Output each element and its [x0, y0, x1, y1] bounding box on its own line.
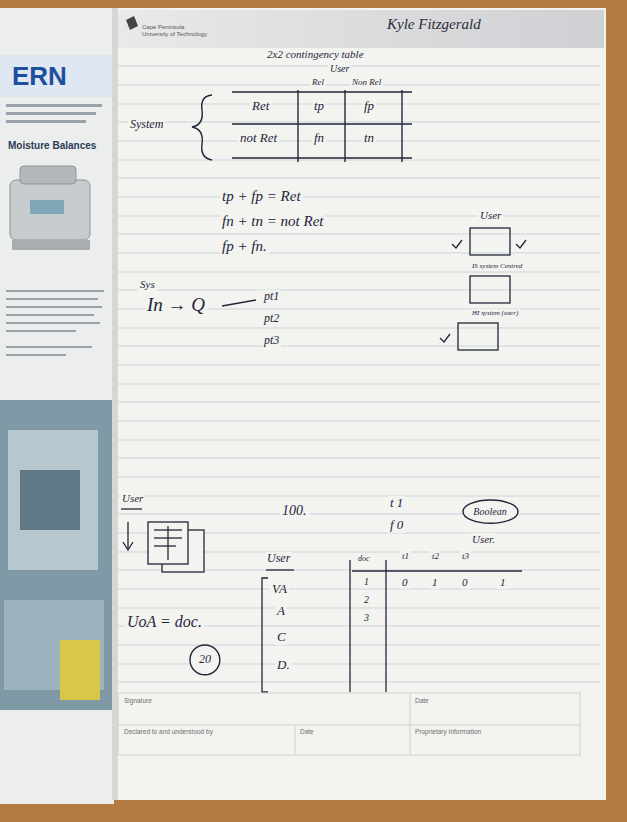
footer-form: [118, 693, 580, 755]
circled-note: Boolean: [462, 499, 519, 524]
ruled-lines: [118, 66, 600, 682]
note-heading: User: [120, 492, 145, 505]
table-cell: fp: [362, 99, 376, 114]
column-heading: Rel: [310, 77, 326, 87]
equation: UoA = doc.: [125, 613, 204, 631]
column-heading: User: [265, 552, 292, 566]
circled-text: Boolean: [473, 506, 506, 518]
document-stack-sketch: [121, 509, 204, 572]
note-heading: Sys: [138, 278, 157, 291]
row-number: 1: [362, 576, 371, 588]
sketch-boxes: [440, 228, 526, 350]
row-heading: VA: [270, 582, 289, 597]
magazine-text-lines: [6, 104, 104, 356]
table-cell: 1: [498, 576, 508, 589]
circle-outline-shape: [463, 500, 518, 523]
column-heading: t3: [460, 551, 471, 561]
column-heading: Non Rel: [350, 77, 383, 87]
equation: fn + tn = not Ret: [220, 213, 325, 230]
equation: fp + fn.: [220, 238, 269, 255]
page-header-band: [118, 10, 604, 48]
balance-device: [10, 166, 90, 250]
form-field: Date: [298, 728, 316, 735]
row-number: 3: [362, 612, 371, 624]
circle-outline-shape: [190, 645, 220, 675]
column-heading: User.: [470, 533, 497, 546]
author-name: Kyle Fitzgerald: [385, 16, 483, 33]
box-heading: User: [478, 209, 503, 222]
row-heading: A: [275, 604, 287, 619]
notebook-page: [112, 8, 606, 800]
list-item: pt3: [262, 334, 281, 348]
table-cell: 0: [460, 576, 470, 589]
circled-text: 20: [199, 653, 211, 667]
equation: tp + fp = Ret: [220, 188, 303, 205]
magazine-page: [0, 8, 114, 804]
box-note: HI system (user): [470, 309, 520, 317]
page-spine-shadow: [112, 8, 118, 800]
column-heading: doc: [356, 554, 372, 563]
university-logo-mark: [126, 16, 138, 30]
table-cell: tp: [312, 99, 326, 114]
value-note: f 0: [388, 518, 405, 533]
list-item: pt2: [262, 312, 281, 326]
row-group-label: System: [128, 118, 165, 132]
row-heading: D.: [275, 658, 292, 673]
column-heading: User: [328, 63, 351, 75]
curly-brace: [192, 95, 212, 160]
table-cell: 1: [430, 576, 440, 589]
magazine-banner: [0, 55, 112, 97]
row-heading: Ret: [250, 99, 271, 114]
page-title: 2x2 contingency table: [265, 48, 366, 61]
table-cell: fn: [312, 131, 326, 146]
form-field: Proprietary Information: [413, 728, 483, 735]
contingency-grid: [232, 90, 412, 162]
row-heading: C: [275, 630, 288, 645]
form-field: Signature: [122, 697, 154, 704]
product-heading: Moisture Balances: [6, 140, 98, 152]
row-heading: not Ret: [238, 131, 279, 146]
flow-note: In → Q: [145, 294, 207, 316]
branch-line: [222, 300, 256, 306]
university-logo: Cape Peninsula University of Technology: [140, 24, 214, 38]
column-heading: t2: [430, 551, 441, 561]
table-cell: 0: [400, 576, 410, 589]
note: 100.: [280, 503, 309, 519]
form-field: Date: [413, 697, 431, 704]
form-field: Declared to and understood by: [122, 728, 215, 735]
box-note: IS system Centred: [470, 262, 524, 270]
row-number: 2: [362, 594, 371, 606]
value-note: t 1: [388, 496, 405, 511]
circled-note: 20: [189, 644, 221, 676]
magazine-photo: [0, 400, 112, 710]
brand-name: ERN: [10, 62, 69, 92]
document-table: [262, 560, 522, 692]
column-heading: t1: [400, 551, 411, 561]
table-cell: tn: [362, 131, 376, 146]
list-item: pt1: [262, 290, 281, 304]
